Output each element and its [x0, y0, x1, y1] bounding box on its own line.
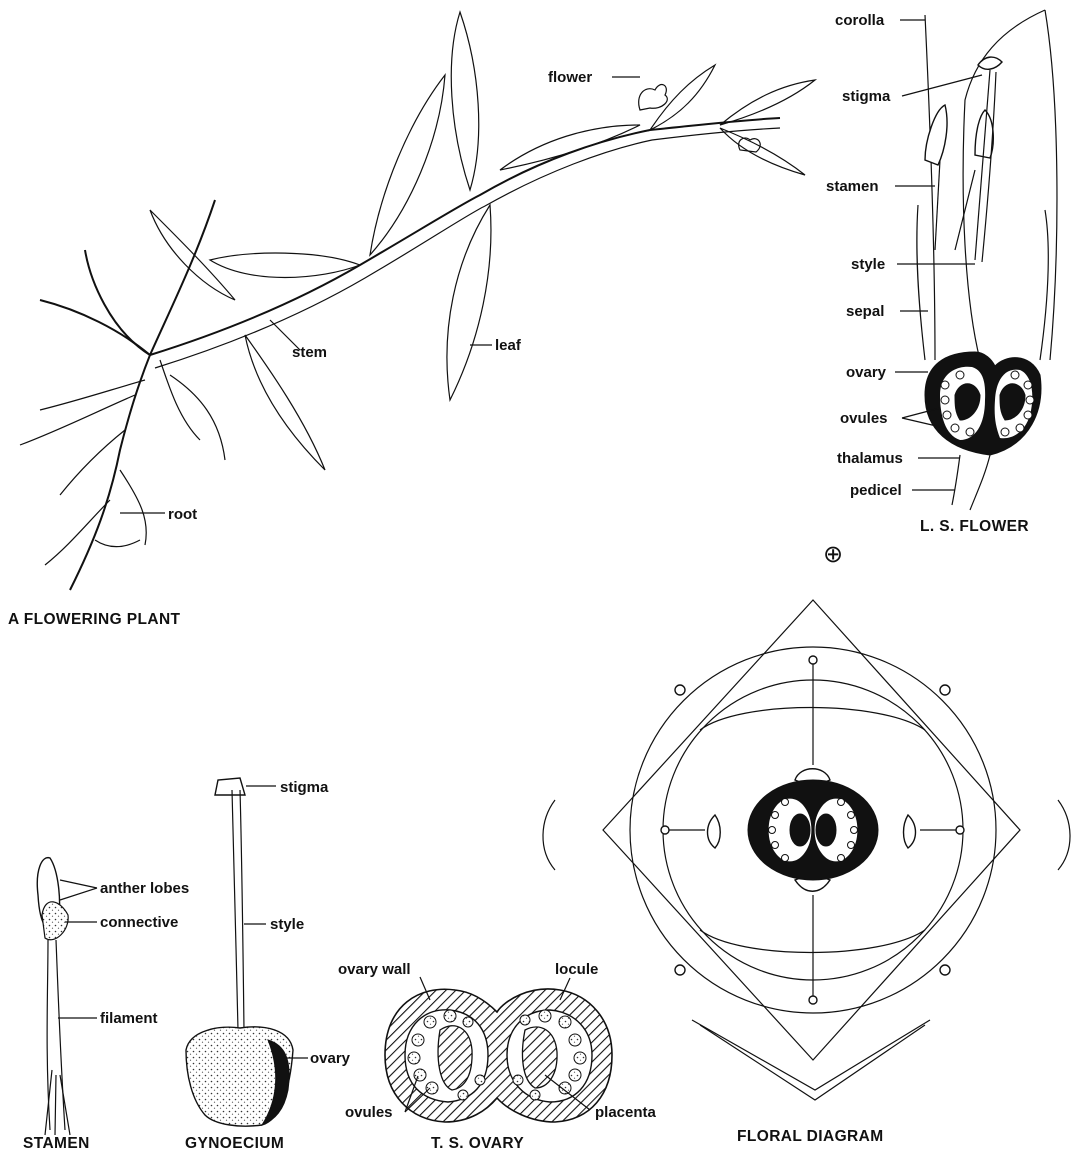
label-style-gyn: style — [270, 916, 304, 933]
label-ovary-ls: ovary — [846, 364, 887, 381]
label-locule: locule — [555, 961, 598, 978]
label-corolla: corolla — [835, 12, 885, 29]
floral-diagram: FLORAL DIAGRAM — [543, 600, 1070, 1145]
ls-flower: corolla stigma stamen style sepal ovary … — [826, 10, 1057, 535]
label-flower: flower — [548, 69, 592, 86]
title-stamen: STAMEN — [23, 1135, 90, 1152]
actinomorphic-symbol-icon: ⊕ — [823, 541, 843, 568]
label-style-ls: style — [851, 256, 885, 273]
label-placenta: placenta — [595, 1104, 657, 1121]
title-floral-diagram: FLORAL DIAGRAM — [737, 1128, 884, 1145]
label-filament: filament — [100, 1010, 158, 1027]
flowering-plant: flower stem leaf root A FLOWERING PLANT — [8, 12, 815, 628]
label-root: root — [168, 506, 197, 523]
title-gynoecium: GYNOECIUM — [185, 1135, 284, 1152]
label-thalamus: thalamus — [837, 450, 903, 467]
label-anther-lobes: anther lobes — [100, 880, 189, 897]
title-flowering-plant: A FLOWERING PLANT — [8, 611, 181, 628]
label-ovary-gyn: ovary — [310, 1050, 351, 1067]
label-ovules-ts: ovules — [345, 1104, 393, 1121]
gynoecium: stigma style ovary GYNOECIUM — [185, 778, 351, 1152]
label-stigma-gyn: stigma — [280, 779, 329, 796]
label-pedicel: pedicel — [850, 482, 902, 499]
label-ovary-wall: ovary wall — [338, 961, 411, 978]
label-connective: connective — [100, 914, 178, 931]
title-ls-flower: L. S. FLOWER — [920, 518, 1029, 535]
title-ts-ovary: T. S. OVARY — [431, 1135, 524, 1152]
label-ovules-ls: ovules — [840, 410, 888, 427]
label-stamen-ls: stamen — [826, 178, 879, 195]
stamen: anther lobes connective filament STAMEN — [23, 858, 189, 1152]
label-leaf: leaf — [495, 337, 522, 354]
label-sepal: sepal — [846, 303, 884, 320]
label-stigma-ls: stigma — [842, 88, 891, 105]
ts-ovary: ovary wall locule ovules placenta T. S. … — [338, 961, 657, 1152]
label-stem: stem — [292, 344, 327, 361]
